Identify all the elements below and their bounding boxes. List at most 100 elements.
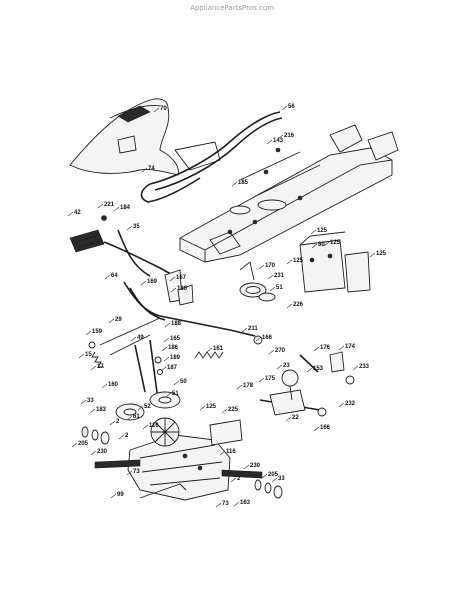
- callout-leader-line: [164, 322, 171, 328]
- part-callout-232: 232: [345, 401, 356, 407]
- part-callout-33: 33: [87, 398, 94, 404]
- part-callout-165: 165: [170, 336, 181, 342]
- callout-leader-line: [71, 442, 78, 448]
- part-callout-169: 169: [147, 279, 158, 285]
- callout-leader-line: [160, 366, 167, 372]
- callout-leader-line: [231, 181, 238, 187]
- callout-leader-line: [261, 473, 268, 479]
- part-callout-226: 226: [293, 302, 304, 308]
- part-callout-161: 161: [213, 346, 224, 352]
- part-callout-160: 160: [108, 382, 119, 388]
- part-callout-35: 35: [133, 224, 140, 230]
- part-callout-205: 205: [268, 472, 279, 478]
- part-callout-225: 225: [228, 407, 239, 413]
- part-callout-80: 80: [318, 242, 325, 248]
- part-callout-159: 159: [92, 329, 103, 335]
- callout-leader-line: [236, 384, 243, 390]
- callout-leader-line: [241, 327, 248, 333]
- part-callout-211: 211: [248, 326, 258, 332]
- callout-leader-line: [243, 464, 250, 470]
- callout-leader-line: [310, 229, 317, 235]
- callout-leader-line: [206, 347, 213, 353]
- callout-leader-line: [311, 243, 318, 249]
- callout-leader-line: [110, 493, 117, 499]
- left-axle-hardware: [81, 426, 110, 445]
- part-callout-99: 99: [117, 492, 124, 498]
- part-callout-51: 51: [172, 391, 179, 397]
- part-callout-42: 42: [74, 210, 81, 216]
- part-callout-56: 56: [288, 104, 295, 110]
- part-callout-73: 73: [133, 469, 140, 475]
- callout-leader-line: [126, 415, 133, 421]
- callout-leader-line: [101, 383, 108, 389]
- callout-leader-line: [140, 280, 147, 286]
- part-callout-33: 33: [278, 476, 285, 482]
- bracket-assembly: [299, 231, 371, 293]
- callout-leader-line: [266, 139, 273, 145]
- callout-leader-line: [137, 405, 144, 411]
- part-callout-116: 116: [226, 449, 236, 455]
- part-callout-22: 22: [292, 415, 299, 421]
- part-callout-174: 174: [345, 344, 356, 350]
- part-callout-176: 176: [320, 345, 331, 351]
- callout-leader-line: [153, 107, 160, 113]
- callout-leader-line: [369, 252, 376, 258]
- callout-leader-line: [90, 450, 97, 456]
- callout-leader-line: [108, 318, 115, 324]
- callout-leader-line: [221, 408, 228, 414]
- part-callout-143: 143: [273, 138, 284, 144]
- fender-hood: [69, 98, 179, 176]
- part-callout-231: 231: [274, 273, 285, 279]
- callout-leader-line: [276, 364, 283, 370]
- part-callout-167: 167: [176, 275, 187, 281]
- part-callout-270: 270: [275, 348, 286, 354]
- part-callout-170: 170: [265, 263, 276, 269]
- part-callout-185: 185: [238, 180, 249, 186]
- part-callout-74: 74: [148, 166, 155, 172]
- part-callout-186: 186: [168, 345, 179, 351]
- callout-leader-line: [258, 264, 265, 270]
- callout-leader-line: [113, 206, 120, 212]
- part-callout-153: 153: [313, 366, 324, 372]
- callout-leader-line: [141, 167, 148, 173]
- part-callout-70: 70: [160, 106, 167, 112]
- tractor-frame: [179, 124, 399, 263]
- part-callout-116: 116: [149, 423, 159, 429]
- callout-leader-line: [97, 203, 104, 209]
- callout-leader-line: [323, 241, 330, 247]
- callout-leader-line: [258, 377, 265, 383]
- callout-leader-line: [109, 420, 116, 426]
- shift-arm: [259, 351, 355, 417]
- callout-leader-line: [306, 367, 313, 373]
- part-callout-125: 125: [317, 228, 328, 234]
- callout-leader-line: [338, 402, 345, 408]
- callout-leader-line: [313, 346, 320, 352]
- part-callout-125: 125: [376, 251, 387, 257]
- right-axle-hardware: [254, 479, 283, 499]
- part-callout-49: 49: [137, 335, 144, 341]
- callout-leader-line: [352, 365, 359, 371]
- part-callout-216: 216: [284, 133, 295, 139]
- part-callout-230: 230: [97, 449, 108, 455]
- mounting-bracket: [209, 419, 243, 446]
- shift-lever-rod: [123, 281, 256, 337]
- callout-leader-line: [126, 225, 133, 231]
- callout-leader-line: [85, 330, 92, 336]
- part-callout-166: 166: [262, 335, 273, 341]
- part-callout-163: 163: [240, 500, 251, 506]
- part-callout-166: 166: [320, 425, 331, 431]
- callout-leader-line: [285, 416, 292, 422]
- callout-leader-line: [80, 399, 87, 405]
- callout-leader-line: [281, 105, 288, 111]
- part-callout-187: 187: [167, 365, 178, 371]
- callout-leader-line: [215, 502, 222, 508]
- part-callout-175: 175: [265, 376, 276, 382]
- idler-pulley: [239, 261, 276, 302]
- part-callout-180: 180: [177, 286, 188, 292]
- callout-leader-line: [233, 501, 240, 507]
- springs: [91, 351, 224, 368]
- part-callout-183: 183: [96, 407, 107, 413]
- part-callout-2: 2: [125, 433, 129, 439]
- drive-belt: [140, 111, 283, 203]
